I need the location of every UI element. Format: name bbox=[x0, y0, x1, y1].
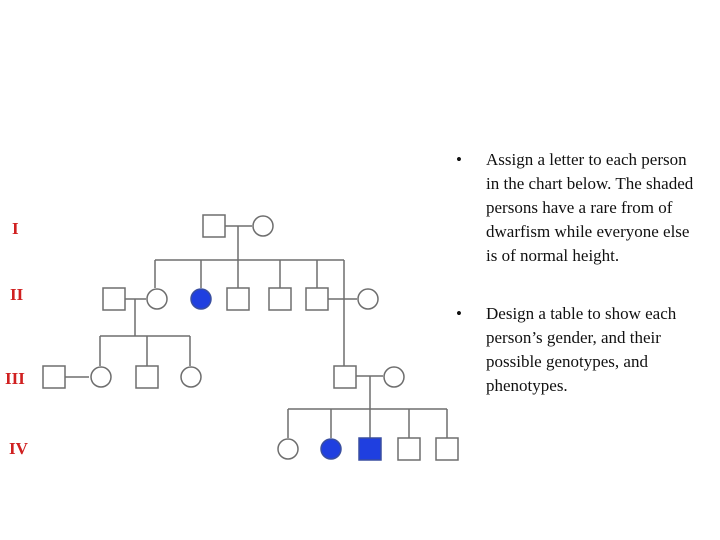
generation-label-III: III bbox=[5, 369, 25, 388]
individual-IV-2-female-affected bbox=[320, 438, 342, 460]
individual-III-3-male bbox=[135, 365, 159, 389]
individual-IV-1-female bbox=[277, 438, 299, 460]
individual-III-2-female bbox=[90, 366, 112, 388]
instruction-text-2: Design a table to show each person’s gen… bbox=[486, 304, 677, 395]
generation-label-IV: IV bbox=[9, 439, 29, 458]
instruction-item-1: • Assign a letter to each person in the … bbox=[448, 148, 703, 268]
instruction-list: • Assign a letter to each person in the … bbox=[448, 148, 703, 398]
instruction-text-1: Assign a letter to each person in the ch… bbox=[486, 150, 694, 265]
individual-IV-4-male bbox=[397, 437, 421, 461]
individual-II-5-male bbox=[268, 287, 292, 311]
generation-label-II: II bbox=[10, 285, 24, 304]
individual-I-2-female bbox=[252, 215, 274, 237]
instruction-item-2: • Design a table to show each person’s g… bbox=[448, 302, 703, 398]
individual-III-4-female bbox=[180, 366, 202, 388]
bullet-marker: • bbox=[456, 304, 462, 323]
pedigree-individuals bbox=[42, 214, 459, 461]
individual-IV-5-male bbox=[435, 437, 459, 461]
individual-III-6-female bbox=[383, 366, 405, 388]
pedigree-lines bbox=[65, 225, 448, 438]
individual-II-7-female bbox=[357, 288, 379, 310]
individual-III-5-male bbox=[333, 365, 357, 389]
individual-II-4-male bbox=[226, 287, 250, 311]
bullet-marker: • bbox=[456, 150, 462, 169]
individual-II-6-male bbox=[305, 287, 329, 311]
individual-II-3-female-affected bbox=[190, 288, 212, 310]
individual-II-1-male bbox=[102, 287, 126, 311]
generation-label-I: I bbox=[12, 219, 19, 238]
individual-I-1-male bbox=[202, 214, 226, 238]
individual-II-2-female bbox=[146, 288, 168, 310]
individual-IV-3-male-affected bbox=[358, 437, 382, 461]
individual-III-1-male bbox=[42, 365, 66, 389]
